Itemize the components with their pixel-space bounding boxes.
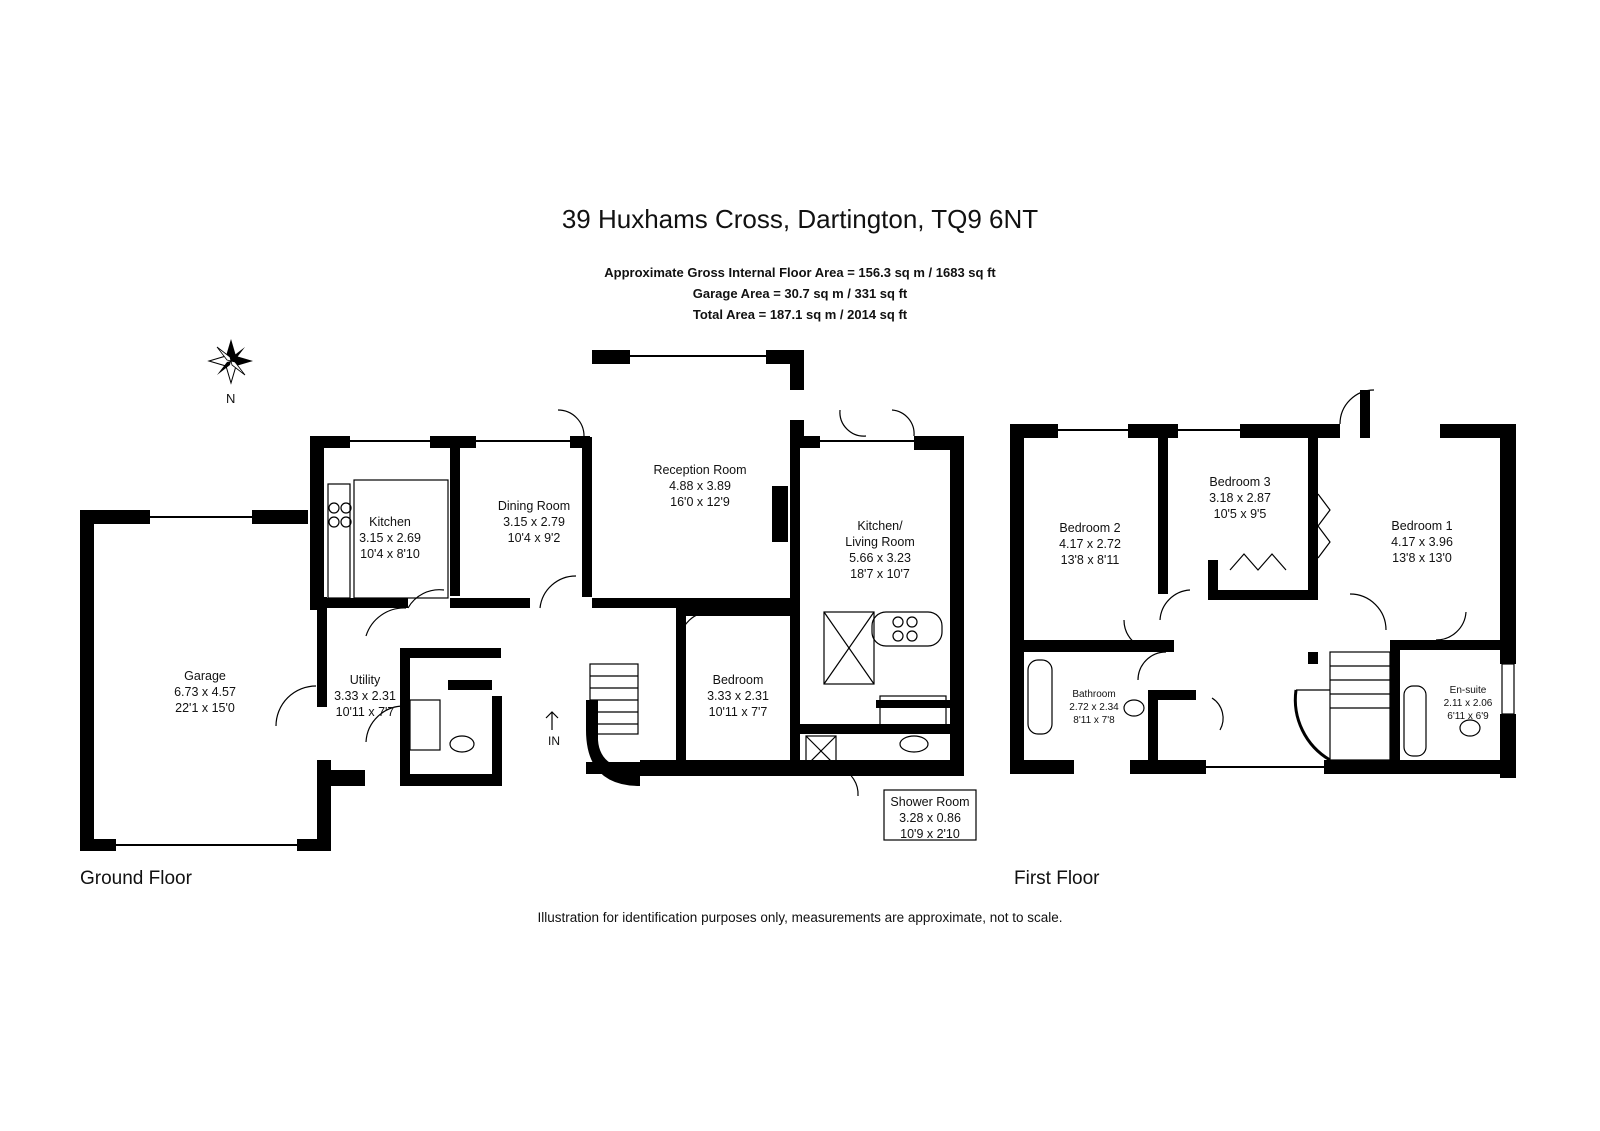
ground-floor-fittings (275, 409, 977, 841)
room-metric: 4.17 x 3.96 (1391, 535, 1453, 549)
first-floor-fittings (1027, 389, 1515, 762)
room-bedroom-3: Bedroom 3 3.18 x 2.87 10'5 x 9'5 (1209, 474, 1271, 522)
room-name: Kitchen (369, 515, 411, 529)
room-metric: 2.72 x 2.34 (1069, 702, 1119, 713)
room-metric: 6.73 x 4.57 (174, 685, 236, 699)
first-floor-label: First Floor (1014, 868, 1100, 889)
room-kitchen: Kitchen 3.15 x 2.69 10'4 x 8'10 (359, 514, 421, 562)
room-imperial: 13'8 x 8'11 (1060, 553, 1120, 567)
room-metric: 4.88 x 3.89 (669, 479, 731, 493)
room-utility: Utility 3.33 x 2.31 10'11 x 7'7 (334, 672, 396, 720)
room-metric: 3.15 x 2.69 (359, 531, 421, 545)
ground-floor-walls (80, 350, 964, 851)
room-imperial: 22'1 x 15'0 (175, 701, 235, 715)
room-metric: 4.17 x 2.72 (1059, 537, 1121, 551)
room-metric: 5.66 x 3.23 (849, 551, 911, 565)
room-garage: Garage 6.73 x 4.57 22'1 x 15'0 (174, 668, 236, 716)
room-ensuite: En-suite 2.11 x 2.06 6'11 x 6'9 (1444, 684, 1493, 723)
property-title: 39 Huxhams Cross, Dartington, TQ9 6NT (561, 204, 1039, 234)
disclaimer-text: Illustration for identification purposes… (537, 910, 1063, 925)
area-summary: Approximate Gross Internal Floor Area = … (0, 262, 1600, 325)
room-shower: Shower Room 3.28 x 0.86 10'9 x 2'10 (890, 794, 969, 842)
room-name: Bedroom 2 (1059, 521, 1121, 535)
room-bedroom-1: Bedroom 1 4.17 x 3.96 13'8 x 13'0 (1391, 518, 1453, 566)
room-metric: 3.15 x 2.79 (503, 515, 565, 529)
room-bathroom: Bathroom 2.72 x 2.34 8'11 x 7'8 (1069, 688, 1118, 727)
room-metric: 3.33 x 2.31 (707, 689, 769, 703)
gross-internal-area: Approximate Gross Internal Floor Area = … (604, 265, 996, 280)
room-imperial: 18'7 x 10'7 (850, 567, 910, 581)
room-imperial: 10'4 x 8'10 (360, 547, 420, 561)
room-imperial: 10'9 x 2'10 (900, 827, 960, 841)
room-name: Shower Room (890, 795, 970, 809)
room-kitchen-living: Kitchen/ Living Room 5.66 x 3.23 18'7 x … (845, 518, 914, 582)
room-imperial: 10'5 x 9'5 (1213, 507, 1267, 521)
ground-floor-label: Ground Floor (80, 868, 192, 889)
room-imperial: 8'11 x 7'8 (1073, 715, 1115, 726)
room-name: En-suite (1449, 685, 1487, 696)
total-area: Total Area = 187.1 sq m / 2014 sq ft (692, 307, 908, 322)
room-metric: 3.18 x 2.87 (1209, 491, 1271, 505)
room-dining: Dining Room 3.15 x 2.79 10'4 x 9'2 (498, 498, 570, 546)
first-floor-walls (1010, 390, 1516, 778)
compass-north-label: N (226, 391, 236, 406)
room-name: Bedroom 1 (1391, 519, 1453, 533)
room-metric: 3.33 x 2.31 (334, 689, 396, 703)
entrance-label: IN (548, 734, 560, 748)
room-name: Bathroom (1072, 689, 1116, 700)
room-name: Dining Room (497, 499, 571, 513)
room-name: Bedroom (712, 673, 764, 687)
room-name: Reception Room (653, 463, 747, 477)
room-name: Utility (349, 673, 381, 687)
room-name: Bedroom 3 (1209, 475, 1271, 489)
room-reception: Reception Room 4.88 x 3.89 16'0 x 12'9 (653, 462, 746, 510)
room-name: Garage (184, 669, 226, 683)
room-imperial: 10'4 x 9'2 (507, 531, 561, 545)
room-bedroom-2: Bedroom 2 4.17 x 2.72 13'8 x 8'11 (1059, 520, 1121, 568)
garage-area: Garage Area = 30.7 sq m / 331 sq ft (692, 286, 908, 301)
room-imperial: 13'8 x 13'0 (1392, 551, 1452, 565)
room-bedroom: Bedroom 3.33 x 2.31 10'11 x 7'7 (707, 672, 769, 720)
room-imperial: 16'0 x 12'9 (670, 495, 730, 509)
room-imperial: 10'11 x 7'7 (708, 705, 768, 719)
room-imperial: 6'11 x 6'9 (1447, 711, 1489, 722)
compass-icon (207, 339, 253, 385)
room-name: Kitchen/ (857, 519, 903, 533)
room-name-line2: Living Room (845, 535, 915, 549)
room-metric: 3.28 x 0.86 (899, 811, 961, 825)
room-imperial: 10'11 x 7'7 (335, 705, 395, 719)
room-metric: 2.11 x 2.06 (1443, 698, 1493, 709)
